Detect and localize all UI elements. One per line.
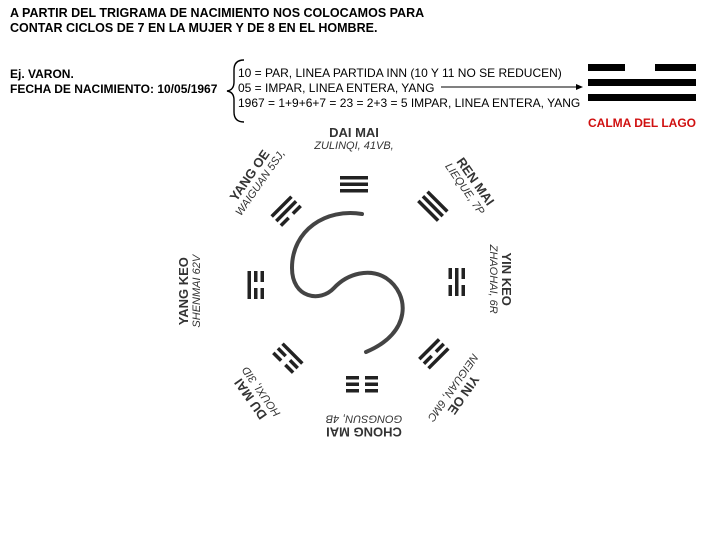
vessel-name: CHONG MAI	[326, 424, 402, 440]
arrow-head	[576, 84, 583, 90]
result-trigram	[588, 64, 696, 109]
trigram-line-solid	[588, 79, 696, 86]
example-block: Ej. VARON. FECHA DE NACIMIENTO: 10/05/19…	[10, 67, 217, 97]
birth-date: FECHA DE NACIMIENTO: 10/05/1967	[10, 82, 218, 96]
calc-line-month: 05 = IMPAR, LINEA ENTERA, YANG	[238, 81, 435, 95]
s-curve-main	[289, 211, 405, 354]
brace-and-arrow	[226, 59, 583, 123]
trigram-line-broken	[588, 64, 696, 71]
vessel-name: YIN KEO	[499, 252, 515, 306]
vessel-label-east: YIN KEO ZHAOHAI, 6R	[486, 229, 515, 329]
trigram-northwest	[270, 195, 302, 227]
vessel-point: ZHAOHAI, 6R	[486, 244, 499, 314]
trigram-east	[448, 268, 465, 296]
heading: A PARTIR DEL TRIGRAMA DE NACIMIENTO NOS …	[10, 6, 424, 36]
calc-line-year: 1967 = 1+9+6+7 = 23 = 2+3 = 5 IMPAR, LIN…	[238, 96, 581, 110]
trigram-north	[340, 176, 368, 193]
vessel-name: DAI MAI	[329, 125, 379, 140]
heading-line-1: A PARTIR DEL TRIGRAMA DE NACIMIENTO NOS …	[10, 6, 425, 20]
trigram-west	[247, 271, 264, 299]
vessel-point: ZULINQI, 41VB,	[314, 140, 394, 153]
calculation-block: 10 = PAR, LINEA PARTIDA INN (10 Y 11 NO …	[238, 66, 580, 111]
example-title: Ej. VARON.	[10, 67, 74, 81]
trigram-line-solid	[588, 94, 696, 101]
calc-line-day: 10 = PAR, LINEA PARTIDA INN (10 Y 11 NO …	[238, 66, 562, 80]
vessel-point: SHENMAI 62V	[191, 254, 204, 328]
trigram-northeast	[417, 190, 449, 222]
vessel-point: GONGSUN, 4B	[325, 412, 403, 425]
result-label: CALMA DEL LAGO	[588, 116, 696, 130]
trigram-southwest	[272, 342, 304, 374]
vessel-label-south: CHONG MAI GONGSUN, 4B	[304, 412, 424, 440]
trigram-southeast	[418, 338, 450, 370]
curly-brace	[226, 59, 245, 123]
vessel-label-west: YANG KEO SHENMAI 62V	[175, 241, 204, 341]
vessel-name: YANG KEO	[175, 257, 191, 326]
trigram-wheel	[247, 176, 465, 393]
trigram-south	[346, 376, 378, 393]
heading-line-2: CONTAR CICLOS DE 7 EN LA MUJER Y DE 8 EN…	[10, 21, 378, 35]
vessel-label-north: DAI MAI ZULINQI, 41VB,	[294, 125, 414, 153]
